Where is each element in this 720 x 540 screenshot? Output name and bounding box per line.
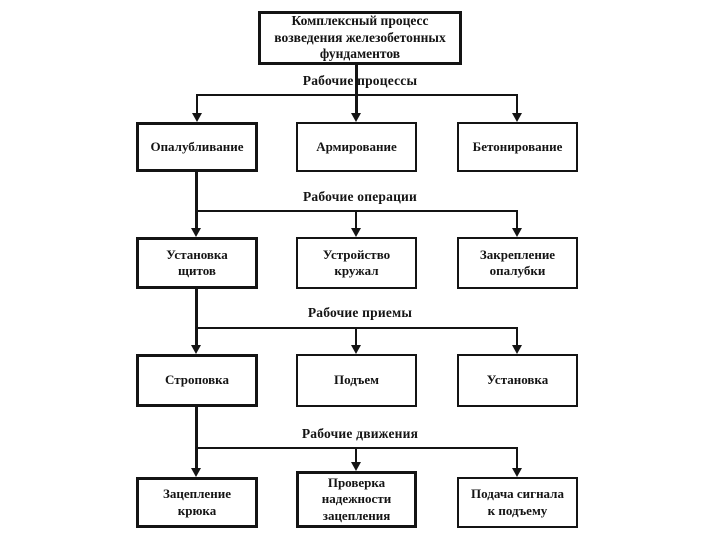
connector-bus-1 (196, 94, 518, 96)
box-reinforcement: Армирование (296, 122, 417, 172)
connector-drop-3-mid (355, 327, 357, 345)
arrow-down-icon (191, 345, 201, 354)
arrow-down-icon (512, 228, 522, 237)
box-slinging: Строповка (136, 354, 258, 407)
level-label-work-movements: Рабочие движения (301, 426, 419, 441)
box-engagement-check: Проверка надежности зацепления (296, 471, 417, 528)
box-panel-installation: Установка щитов (136, 237, 258, 289)
connector-bus-2 (196, 210, 518, 212)
root-box: Комплексный процесс возведения железобет… (258, 11, 462, 65)
arrow-down-icon (191, 228, 201, 237)
connector-drop-2-right (516, 210, 518, 228)
box-concreting: Бетонирование (457, 122, 578, 172)
connector-left-vertical-1 (195, 172, 198, 228)
connector-drop-1-right (516, 94, 518, 113)
arrow-down-icon (351, 228, 361, 237)
arrow-down-icon (351, 345, 361, 354)
box-lift-signal: Подача сигнала к подъему (457, 477, 578, 528)
arrow-down-icon (351, 462, 361, 471)
box-centering-arrangement: Устройство кружал (296, 237, 417, 289)
connector-drop-4-mid (355, 447, 357, 462)
connector-left-vertical-3 (195, 407, 198, 468)
box-formwork-fixing: Закрепление опалубки (457, 237, 578, 289)
arrow-down-icon (512, 345, 522, 354)
connector-drop-4-right (516, 447, 518, 468)
level-label-work-techniques: Рабочие приемы (307, 305, 413, 320)
connector-left-vertical-2 (195, 289, 198, 345)
connector-bus-4 (196, 447, 518, 449)
box-lifting: Подъем (296, 354, 417, 407)
arrow-down-icon (191, 468, 201, 477)
arrow-down-icon (351, 113, 361, 122)
connector-root-vertical (355, 65, 358, 113)
box-installation: Установка (457, 354, 578, 407)
box-hook-engagement: Зацепление крюка (136, 477, 258, 528)
arrow-down-icon (512, 468, 522, 477)
connector-drop-3-right (516, 327, 518, 345)
connector-drop-2-mid (355, 210, 357, 228)
level-label-work-operations: Рабочие операции (302, 189, 418, 204)
level-label-work-processes: Рабочие процессы (302, 73, 418, 88)
box-formwork: Опалубливание (136, 122, 258, 172)
arrow-down-icon (192, 113, 202, 122)
connector-drop-1-left (196, 94, 198, 113)
connector-bus-3 (196, 327, 518, 329)
arrow-down-icon (512, 113, 522, 122)
